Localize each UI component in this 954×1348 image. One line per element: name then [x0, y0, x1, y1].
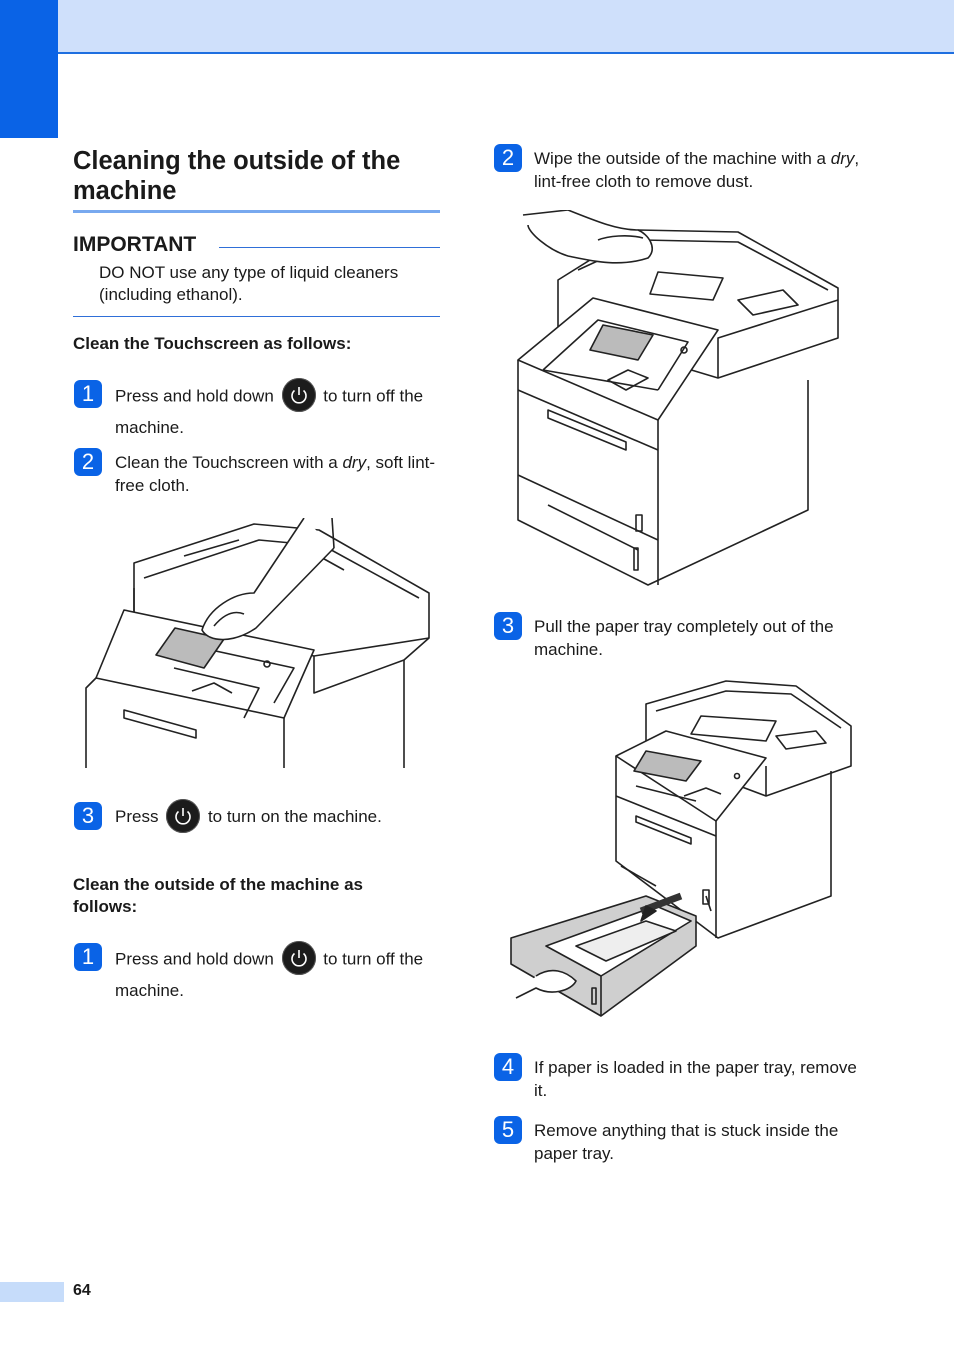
step-number-badge: 2 [494, 144, 522, 172]
touchscreen-heading: Clean the Touchscreen as follows: [73, 334, 352, 353]
step-text: Clean the Touchscreen with a [115, 453, 338, 472]
outside-step-3: Pull the paper tray completely out of th… [534, 617, 834, 659]
touchscreen-cleaning-illustration [85, 518, 430, 768]
outside-step-4: If paper is loaded in the paper tray, re… [534, 1058, 857, 1100]
important-text: DO NOT use any type of liquid cleaners (… [99, 263, 399, 304]
outside-step-5: Remove anything that is stuck inside the… [534, 1121, 839, 1163]
step-text: Wipe the outside of the machine with a [534, 149, 826, 168]
touchscreen-step-2: Clean the Touchscreen with a dry, soft l… [115, 451, 445, 497]
step-text: to turn off the machine. [115, 949, 424, 1000]
step-text-emphasis: dry [830, 149, 855, 168]
step-number-badge: 2 [74, 448, 102, 476]
step-text: , lint-free cloth to remove dust. [534, 149, 860, 191]
important-label: IMPORTANT [73, 233, 197, 256]
step-number-badge: 3 [494, 612, 522, 640]
touchscreen-step-1: Press and hold down to turn off the mach… [115, 378, 445, 441]
step-number-badge: 1 [74, 380, 102, 408]
outside-cleaning-illustration [517, 210, 839, 586]
step-text: Press and hold down [115, 386, 274, 406]
section-title: Cleaning the outside of the machine [73, 147, 401, 205]
outside-step-2: Wipe the outside of the machine with a d… [534, 147, 864, 193]
important-bottom-divider [73, 316, 440, 317]
footer-tab [0, 1282, 64, 1302]
step-text: to turn off the machine. [115, 386, 424, 437]
step-text: Press and hold down [115, 949, 274, 969]
outside-heading: Clean the outside of the machine as foll… [73, 875, 364, 916]
power-icon [166, 798, 201, 833]
paper-tray-illustration [510, 680, 852, 1017]
page-number: 64 [73, 1282, 91, 1299]
step-text: Press [115, 807, 159, 826]
step-text: , soft lint-free cloth. [115, 453, 436, 495]
header-band [0, 0, 954, 54]
step-text-emphasis: dry [342, 453, 367, 472]
outside-step-1: Press and hold down to turn off the mach… [115, 941, 445, 1004]
title-divider [73, 210, 440, 213]
chapter-tab [0, 0, 58, 138]
power-icon [281, 378, 316, 412]
step-number-badge: 3 [74, 802, 102, 830]
step-number-badge: 1 [74, 943, 102, 971]
touchscreen-step-3: Press to turn on the machine. [115, 798, 445, 835]
step-number-badge: 4 [494, 1053, 522, 1081]
step-number-badge: 5 [494, 1116, 522, 1144]
important-divider [219, 247, 440, 248]
step-text: to turn on the machine. [207, 807, 382, 826]
power-icon [281, 941, 316, 975]
